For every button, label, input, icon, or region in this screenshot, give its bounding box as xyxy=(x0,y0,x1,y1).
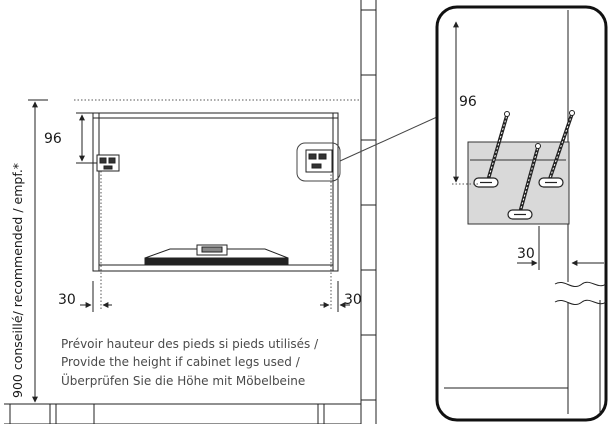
detail-slots xyxy=(473,177,564,220)
wall-structure xyxy=(360,0,377,424)
hanger-rail xyxy=(144,244,289,266)
dim-96-left-label: 96 xyxy=(44,131,62,147)
detail-screws xyxy=(486,110,575,213)
detail-callout-line xyxy=(339,111,449,162)
dim-900-label: 900 conseillé/ recommended / empf.* xyxy=(10,163,25,398)
dim-96-left xyxy=(76,112,97,164)
right-wall-bracket xyxy=(296,142,341,182)
note-line-3: Überprüfen Sie die Höhe mit Möbelbeine xyxy=(61,372,305,388)
dim-30-detail-label: 30 xyxy=(517,246,535,262)
left-wall-bracket xyxy=(96,154,120,172)
dim-900-total xyxy=(28,99,48,403)
dim-30-left-label: 30 xyxy=(58,292,76,308)
floor xyxy=(4,403,361,424)
dim-30-right xyxy=(320,281,350,312)
note-line-2: Provide the height if cabinet legs used … xyxy=(61,355,301,369)
cabinet xyxy=(92,112,339,310)
dim-30-right-label: 30 xyxy=(344,292,362,308)
dim-96-detail xyxy=(452,21,478,185)
dim-30-left xyxy=(80,281,112,312)
note-line-1: Prévoir hauteur des pieds si pieds utili… xyxy=(61,337,319,351)
dim-30-detail xyxy=(517,226,604,270)
dim-96-detail-label: 96 xyxy=(459,94,477,110)
